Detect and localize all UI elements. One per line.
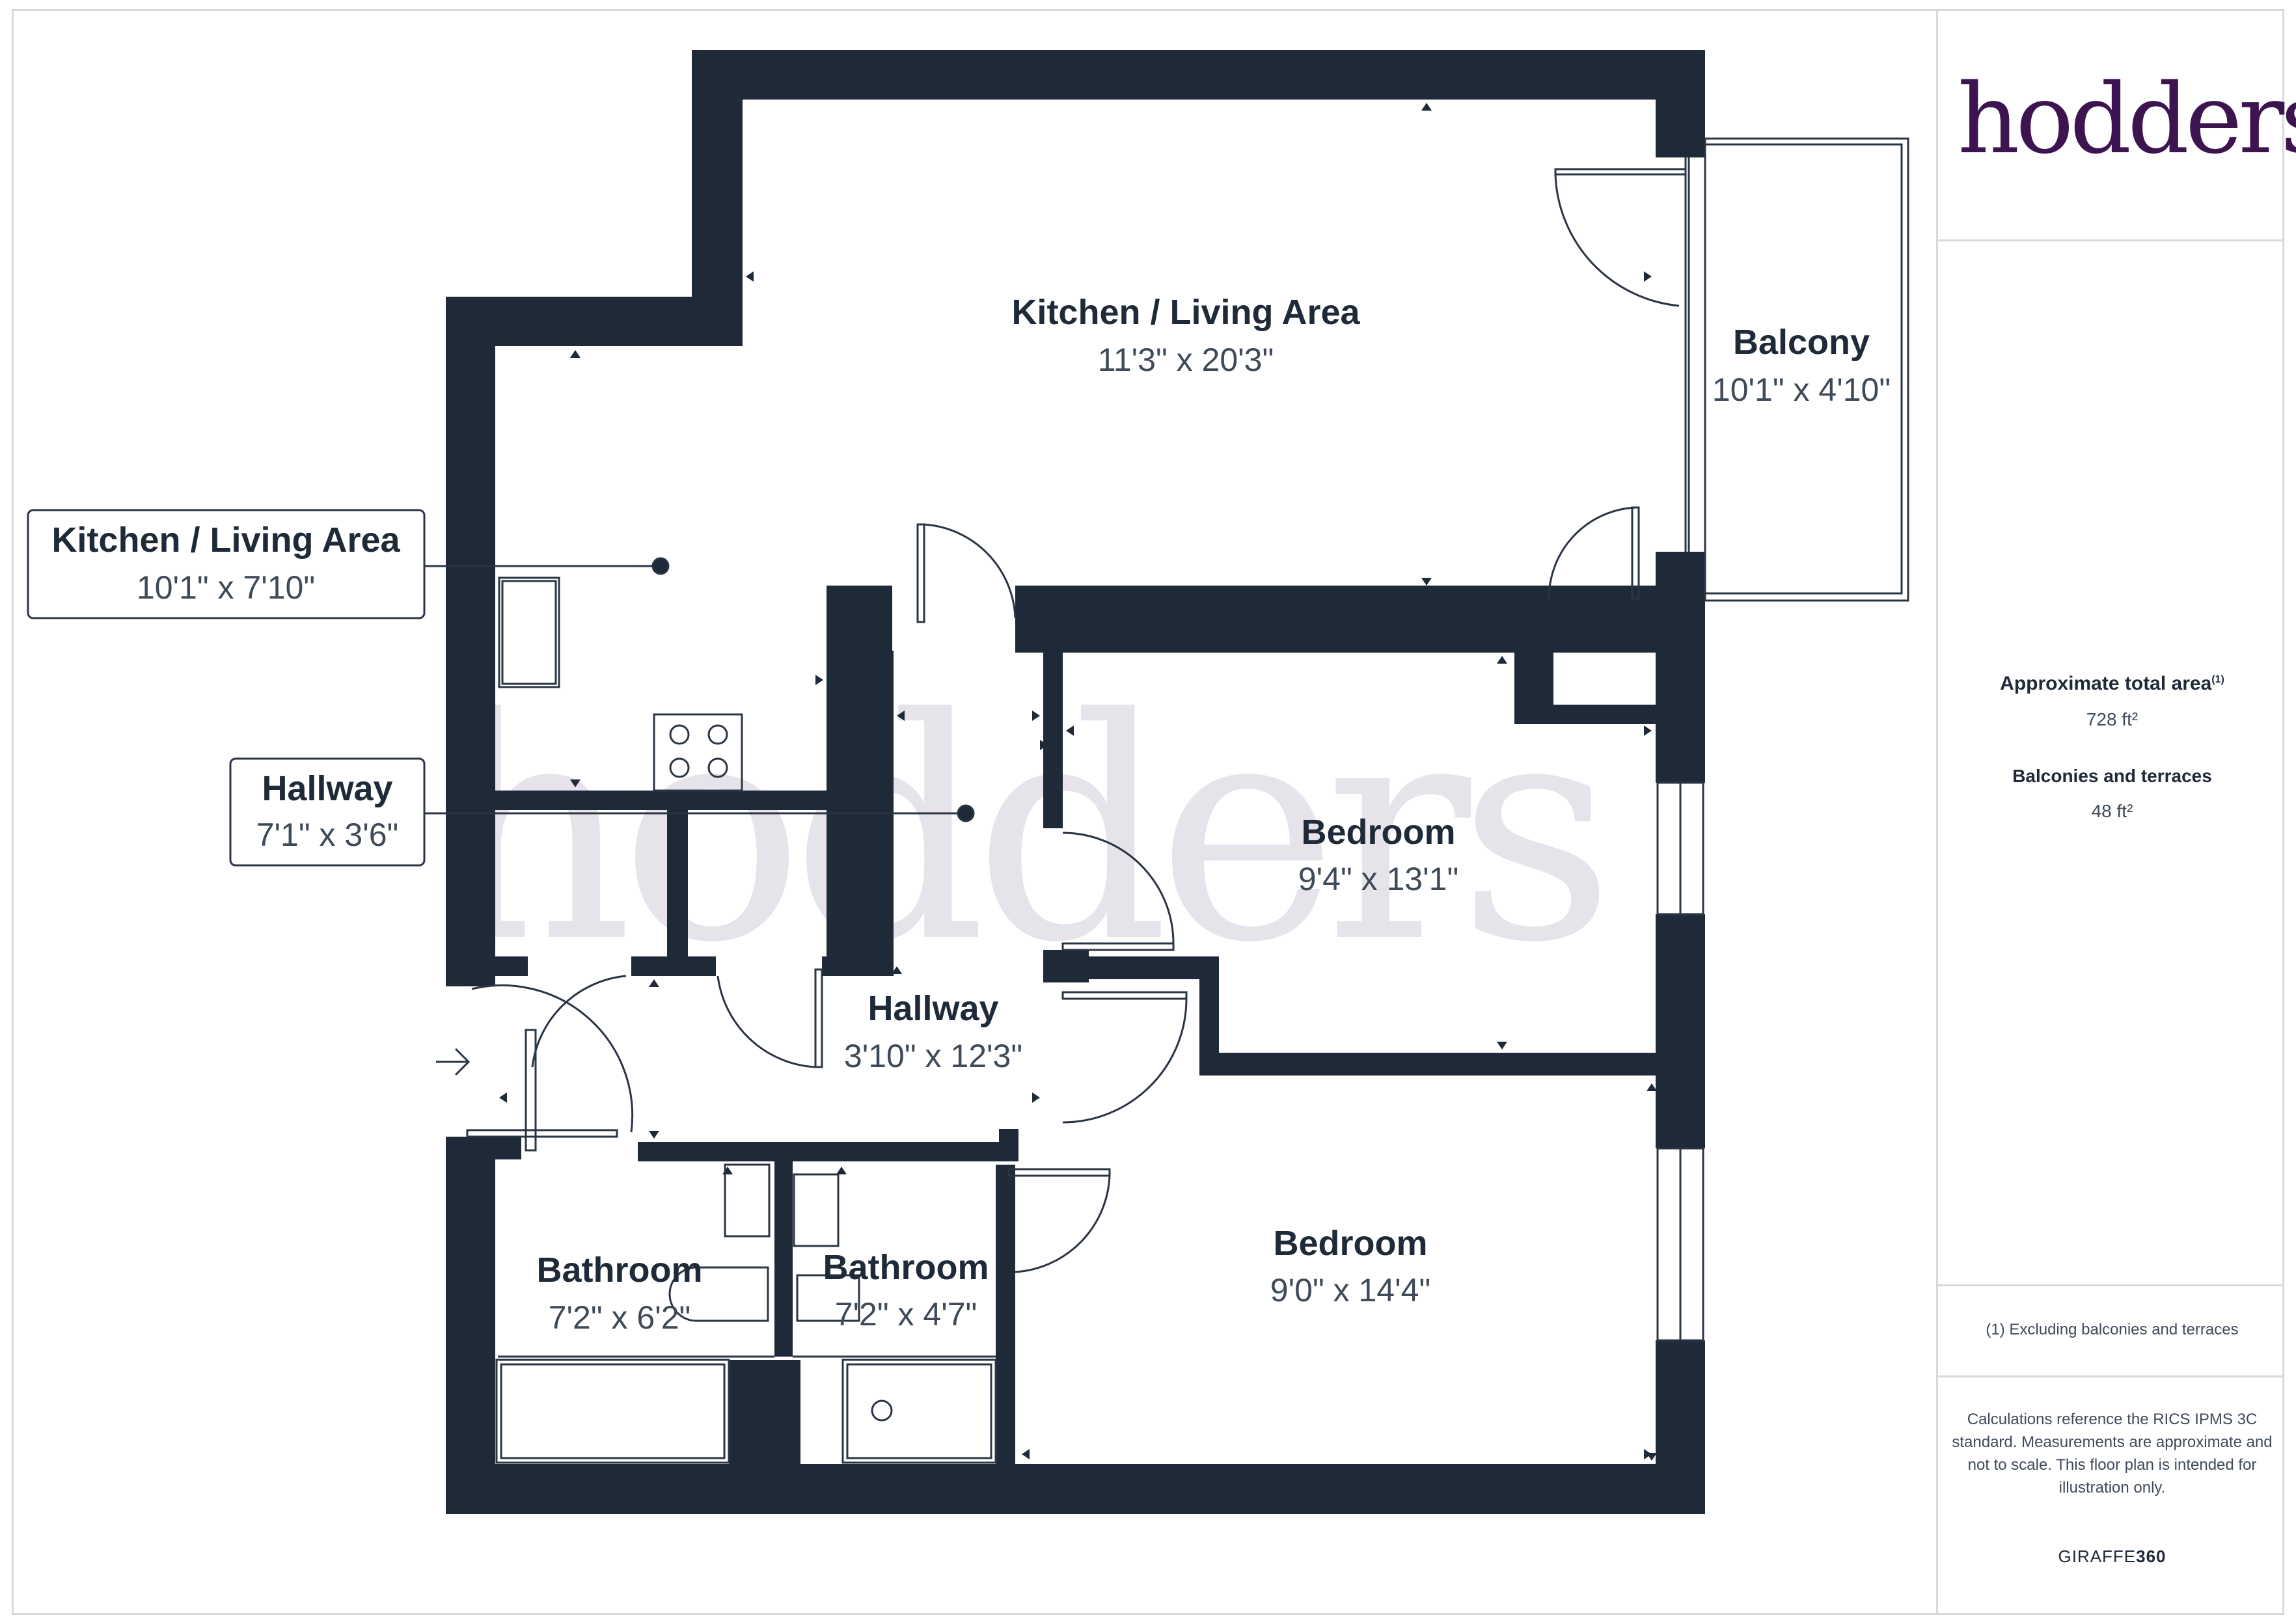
watermark-text: hodders (436, 653, 1602, 1009)
room-dims-kitchen-living: 11'3" x 20'3" (1098, 342, 1274, 378)
callout-box-kitchen (27, 509, 426, 619)
balcony-frame (1684, 137, 1909, 602)
callout-dims-hallway: 7'1" x 3'6" (256, 817, 399, 853)
balconies-value: 48 ft² (2091, 801, 2133, 821)
footnote-marker: (1) (2211, 674, 2224, 685)
room-dims-bathroom-1: 7'2" x 6'2" (549, 1299, 691, 1336)
giraffe360-logo: GIRAFFE360 (2058, 1547, 2166, 1566)
room-name-bedroom-2: Bedroom (1273, 1224, 1427, 1263)
callout-name-hallway: Hallway (262, 769, 392, 808)
room-name-balcony: Balcony (1733, 323, 1870, 362)
divider (1938, 1375, 2284, 1377)
info-sidebar: hodders Approximate total area(1) 728 ft… (1936, 9, 2296, 1615)
room-dims-balcony: 10'1" x 4'10" (1712, 372, 1891, 408)
room-dims-hallway: 3'10" x 12'3" (844, 1038, 1022, 1074)
callout-dims-kitchen: 10'1" x 7'10" (137, 569, 315, 606)
measurement-ticks (499, 103, 1657, 1461)
total-area-title: Approximate total area(1) (2000, 673, 2224, 694)
callout-name-kitchen: Kitchen / Living Area (51, 521, 400, 560)
arrow-right-icon (436, 1048, 471, 1076)
total-area-block: Approximate total area(1) 728 ft² (1938, 673, 2286, 730)
callout-leaders (424, 557, 975, 822)
callout-box-hallway (229, 757, 426, 867)
disclaimer-text: Calculations reference the RICS IPMS 3C … (1952, 1411, 2273, 1496)
divider (1938, 1284, 2284, 1286)
page-frame (12, 9, 2284, 1615)
floor-plan: hodders (27, 50, 1909, 1514)
footnote-text: (1) Excluding balconies and terraces (1986, 1321, 2239, 1338)
room-name-bedroom-1: Bedroom (1301, 813, 1455, 852)
room-dims-bedroom-1: 9'4" x 13'1" (1298, 861, 1458, 897)
room-name-hallway: Hallway (868, 989, 998, 1028)
total-area-value: 728 ft² (2086, 709, 2139, 729)
walls (446, 50, 1705, 1514)
balconies-block: Balconies and terraces 48 ft² (1938, 766, 2286, 822)
balconies-title: Balconies and terraces (2012, 766, 2212, 786)
room-name-kitchen-living: Kitchen / Living Area (1011, 293, 1360, 332)
room-dims-bathroom-2: 7'2" x 4'7" (835, 1296, 977, 1333)
fixtures (495, 565, 997, 1464)
door-swings (466, 168, 1687, 1273)
brand-logo: hodders (1958, 63, 2296, 175)
room-name-bathroom-2: Bathroom (823, 1248, 989, 1287)
divider (1938, 239, 2284, 241)
room-name-bathroom-1: Bathroom (537, 1251, 703, 1290)
room-dims-bedroom-2: 9'0" x 14'4" (1270, 1272, 1430, 1308)
windows (1656, 781, 1704, 1342)
